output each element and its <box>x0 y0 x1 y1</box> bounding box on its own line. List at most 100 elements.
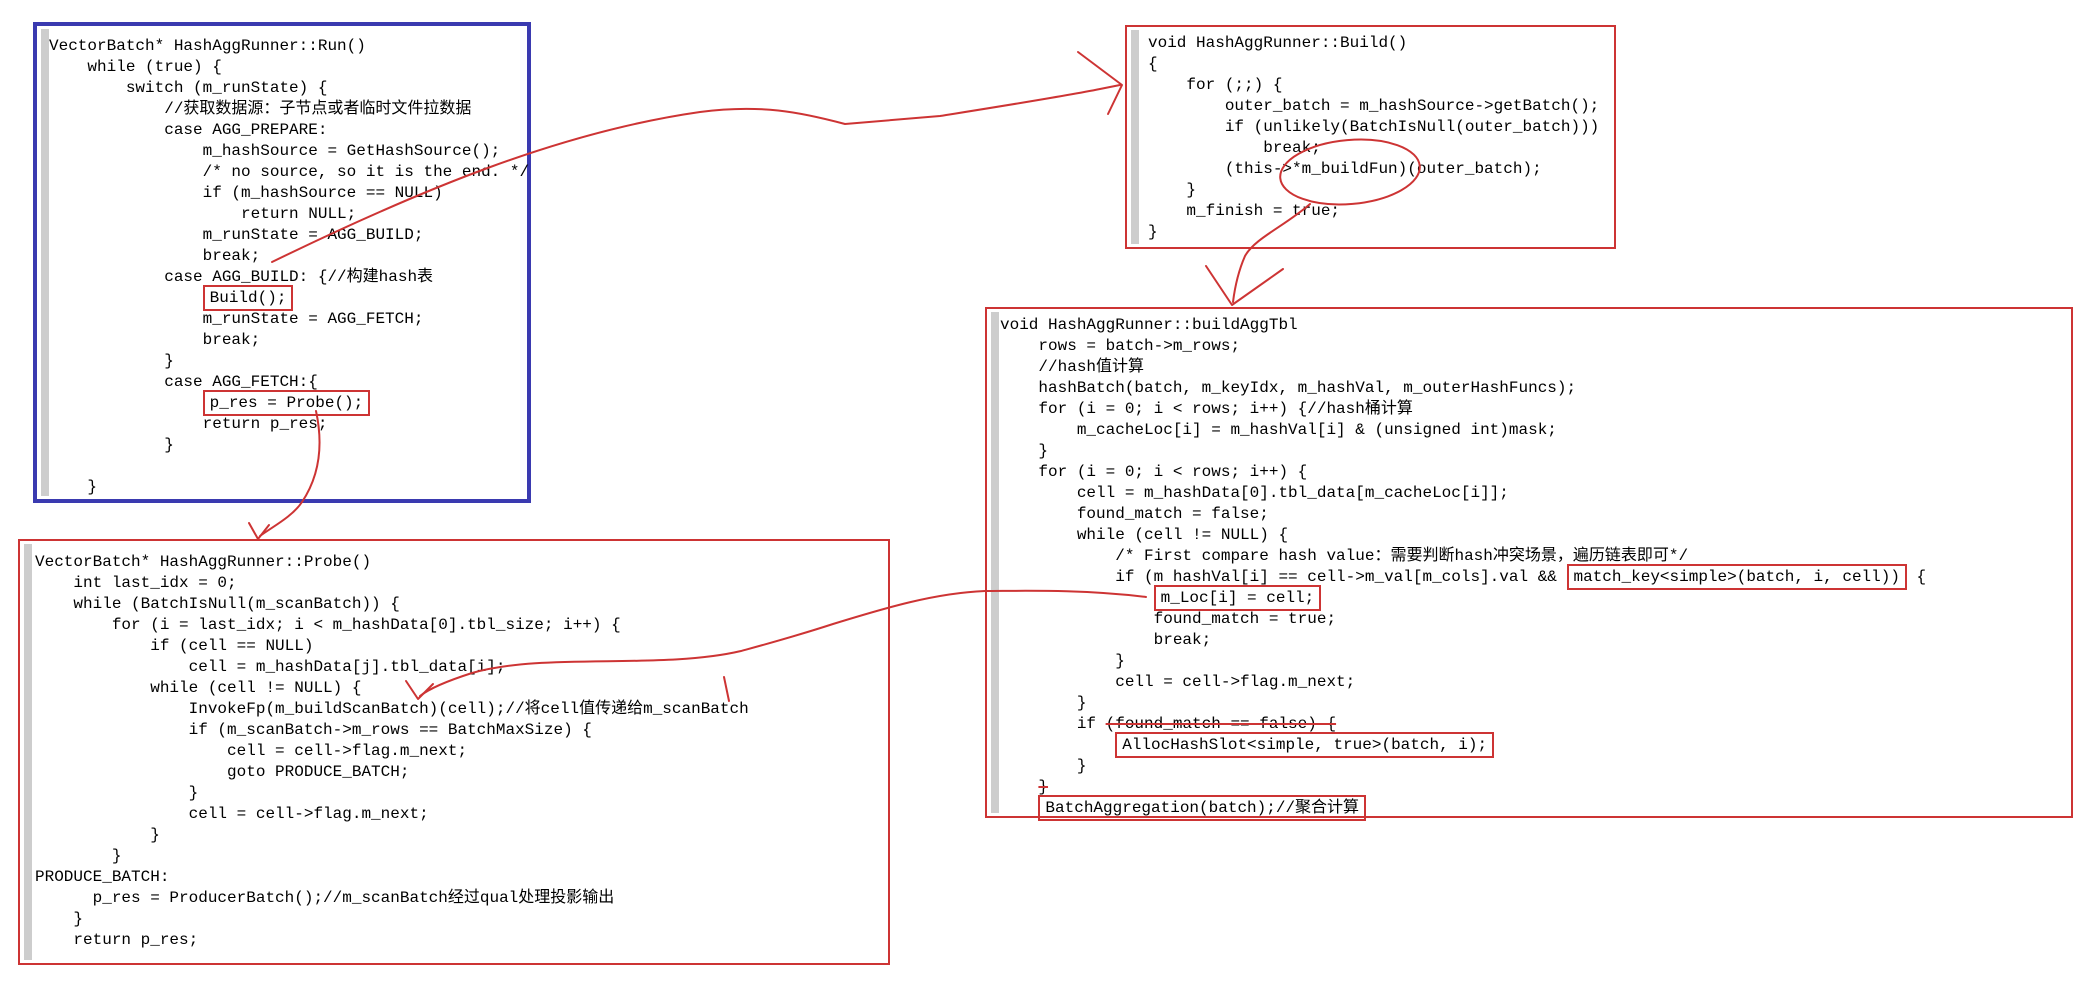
code-text: InvokeFp(m_buildScanBatch)(cell);//将cell… <box>35 700 749 718</box>
code-line: case AGG_BUILD: {//构建hash表 <box>49 267 527 288</box>
code-text: if (cell == NULL) <box>35 637 314 655</box>
code-line: } <box>49 435 527 456</box>
code-text: return NULL; <box>49 205 357 223</box>
arrow-probecall-to-probe-head <box>248 522 270 540</box>
code-line: /* no source, so it is the end. */ <box>49 162 530 183</box>
code-line: } <box>1000 777 2071 798</box>
code-line: } <box>49 477 527 498</box>
code-text: break; <box>1000 631 1212 649</box>
code-text: } <box>1148 181 1197 199</box>
probe-function-box: VectorBatch* HashAggRunner::Probe() int … <box>18 539 890 965</box>
code-line: VectorBatch* HashAggRunner::Probe() <box>35 552 888 573</box>
code-text: /* no source, so it is the end. */ <box>49 163 530 181</box>
code-text: break; <box>49 331 261 349</box>
code-text: m_finish = true; <box>1148 202 1341 220</box>
code-text: } <box>1148 223 1158 241</box>
code-line: } <box>1148 180 1614 201</box>
code-text: } <box>35 847 122 865</box>
code-line: } <box>35 846 888 867</box>
probe-function-box-code: VectorBatch* HashAggRunner::Probe() int … <box>20 541 888 951</box>
code-text: } <box>1000 694 1087 712</box>
code-line: } <box>1000 441 2071 462</box>
code-line: break; <box>49 330 527 351</box>
code-line: rows = batch->m_rows; <box>1000 336 2071 357</box>
code-text: cell = cell->flag.m_next; <box>35 742 468 760</box>
code-line: } <box>35 783 888 804</box>
code-line: VectorBatch* HashAggRunner::Run() <box>49 36 527 57</box>
highlight-build-call: Build(); <box>202 285 294 311</box>
buildaggtbl-function-box: void HashAggRunner::buildAggTbl rows = b… <box>985 307 2073 821</box>
highlight-m-loc: m_Loc[i] = cell; <box>1153 585 1322 611</box>
code-text: cell = m_hashData[j].tbl_data[i]; <box>35 658 506 676</box>
code-line: BatchAggregation(batch);//聚合计算 <box>1000 795 2071 821</box>
code-text: goto PRODUCE_BATCH; <box>35 763 410 781</box>
code-line: for (;;) { <box>1148 75 1614 96</box>
build-function-box-gutter-bar <box>1131 30 1139 244</box>
code-line: cell = cell->flag.m_next; <box>35 804 888 825</box>
code-line: break; <box>49 246 527 267</box>
code-text: //hash值计算 <box>1000 358 1145 376</box>
code-line: return NULL; <box>49 204 527 225</box>
code-line: /* First compare hash value：需要判断hash冲突场景… <box>1000 546 2071 567</box>
code-line: m_runState = AGG_BUILD; <box>49 225 527 246</box>
code-text: found_match = false; <box>1000 505 1269 523</box>
code-text: switch (m_runState) { <box>49 79 328 97</box>
code-line: found_match = true; <box>1000 609 2071 630</box>
code-line: switch (m_runState) { <box>49 78 527 99</box>
buildaggtbl-function-box-code: void HashAggRunner::buildAggTbl rows = b… <box>987 309 2071 821</box>
code-text: break; <box>49 247 261 265</box>
code-line: case AGG_PREPARE: <box>49 120 527 141</box>
code-line: } <box>1000 651 2071 672</box>
code-line: if (m_hashSource == NULL) <box>49 183 527 204</box>
highlight-batch-aggregation: BatchAggregation(batch);//聚合计算 <box>1038 795 1367 821</box>
build-function-box: void HashAggRunner::Build(){ for (;;) { … <box>1125 25 1616 249</box>
code-text: return p_res; <box>35 931 199 949</box>
code-line: } <box>1148 222 1614 243</box>
code-text: for (i = 0; i < rows; i++) { <box>1000 463 1308 481</box>
code-text: m_cacheLoc[i] = m_hashVal[i] & (unsigned… <box>1000 421 1557 439</box>
code-text: void HashAggRunner::buildAggTbl <box>1000 316 1298 334</box>
code-line: return p_res; <box>35 930 888 951</box>
code-line: for (i = 0; i < rows; i++) {//hash桶计算 <box>1000 399 2071 420</box>
code-line: hashBatch(batch, m_keyIdx, m_hashVal, m_… <box>1000 378 2071 399</box>
code-text: for (i = last_idx; i < m_hashData[0].tbl… <box>35 616 621 634</box>
code-line: { <box>1148 54 1614 75</box>
code-line: void HashAggRunner::buildAggTbl <box>1000 315 2071 336</box>
code-text: } <box>1000 652 1125 670</box>
highlight-alloc-hash-slot: AllocHashSlot<simple, true>(batch, i); <box>1115 732 1495 758</box>
code-line: goto PRODUCE_BATCH; <box>35 762 888 783</box>
code-text <box>1000 736 1115 754</box>
code-text: while (BatchIsNull(m_scanBatch)) { <box>35 595 400 613</box>
code-line: void HashAggRunner::Build() <box>1148 33 1614 54</box>
code-text <box>1000 799 1038 817</box>
code-line: case AGG_FETCH:{ <box>49 372 527 393</box>
code-text: if (m_hashSource == NULL) <box>49 184 443 202</box>
code-text: if <box>1000 715 1106 733</box>
code-text: case AGG_BUILD: {//构建hash表 <box>49 268 434 286</box>
code-text: //获取数据源：子节点或者临时文件拉数据 <box>49 100 472 118</box>
code-line: //hash值计算 <box>1000 357 2071 378</box>
code-line: break; <box>1148 138 1614 159</box>
code-line: m_finish = true; <box>1148 201 1614 222</box>
code-line: } <box>1000 693 2071 714</box>
code-line: p_res = ProducerBatch();//m_scanBatch经过q… <box>35 888 888 909</box>
code-line: found_match = false; <box>1000 504 2071 525</box>
code-text: m_runState = AGG_BUILD; <box>49 226 424 244</box>
code-text: } <box>49 478 98 496</box>
code-text: while (true) { <box>49 58 222 76</box>
run-function-box-gutter-bar <box>41 29 49 496</box>
code-line: AllocHashSlot<simple, true>(batch, i); <box>1000 732 2071 758</box>
code-text: for (;;) { <box>1148 76 1283 94</box>
code-text <box>49 394 203 412</box>
code-text: { <box>1906 568 1927 586</box>
code-text: PRODUCE_BATCH: <box>35 868 170 886</box>
code-text: hashBatch(batch, m_keyIdx, m_hashVal, m_… <box>1000 379 1577 397</box>
run-function-box: VectorBatch* HashAggRunner::Run() while … <box>33 22 531 503</box>
code-text: case AGG_PREPARE: <box>49 121 328 139</box>
code-text: if (m_scanBatch->m_rows == BatchMaxSize)… <box>35 721 592 739</box>
code-line: if (m hashVal[i] == cell->m_val[m_cols].… <box>1000 564 2071 590</box>
code-text <box>49 289 203 307</box>
code-line: if (cell == NULL) <box>35 636 888 657</box>
code-text: if (unlikely(BatchIsNull(outer_batch))) <box>1148 118 1600 136</box>
code-line: if (m_scanBatch->m_rows == BatchMaxSize)… <box>35 720 888 741</box>
